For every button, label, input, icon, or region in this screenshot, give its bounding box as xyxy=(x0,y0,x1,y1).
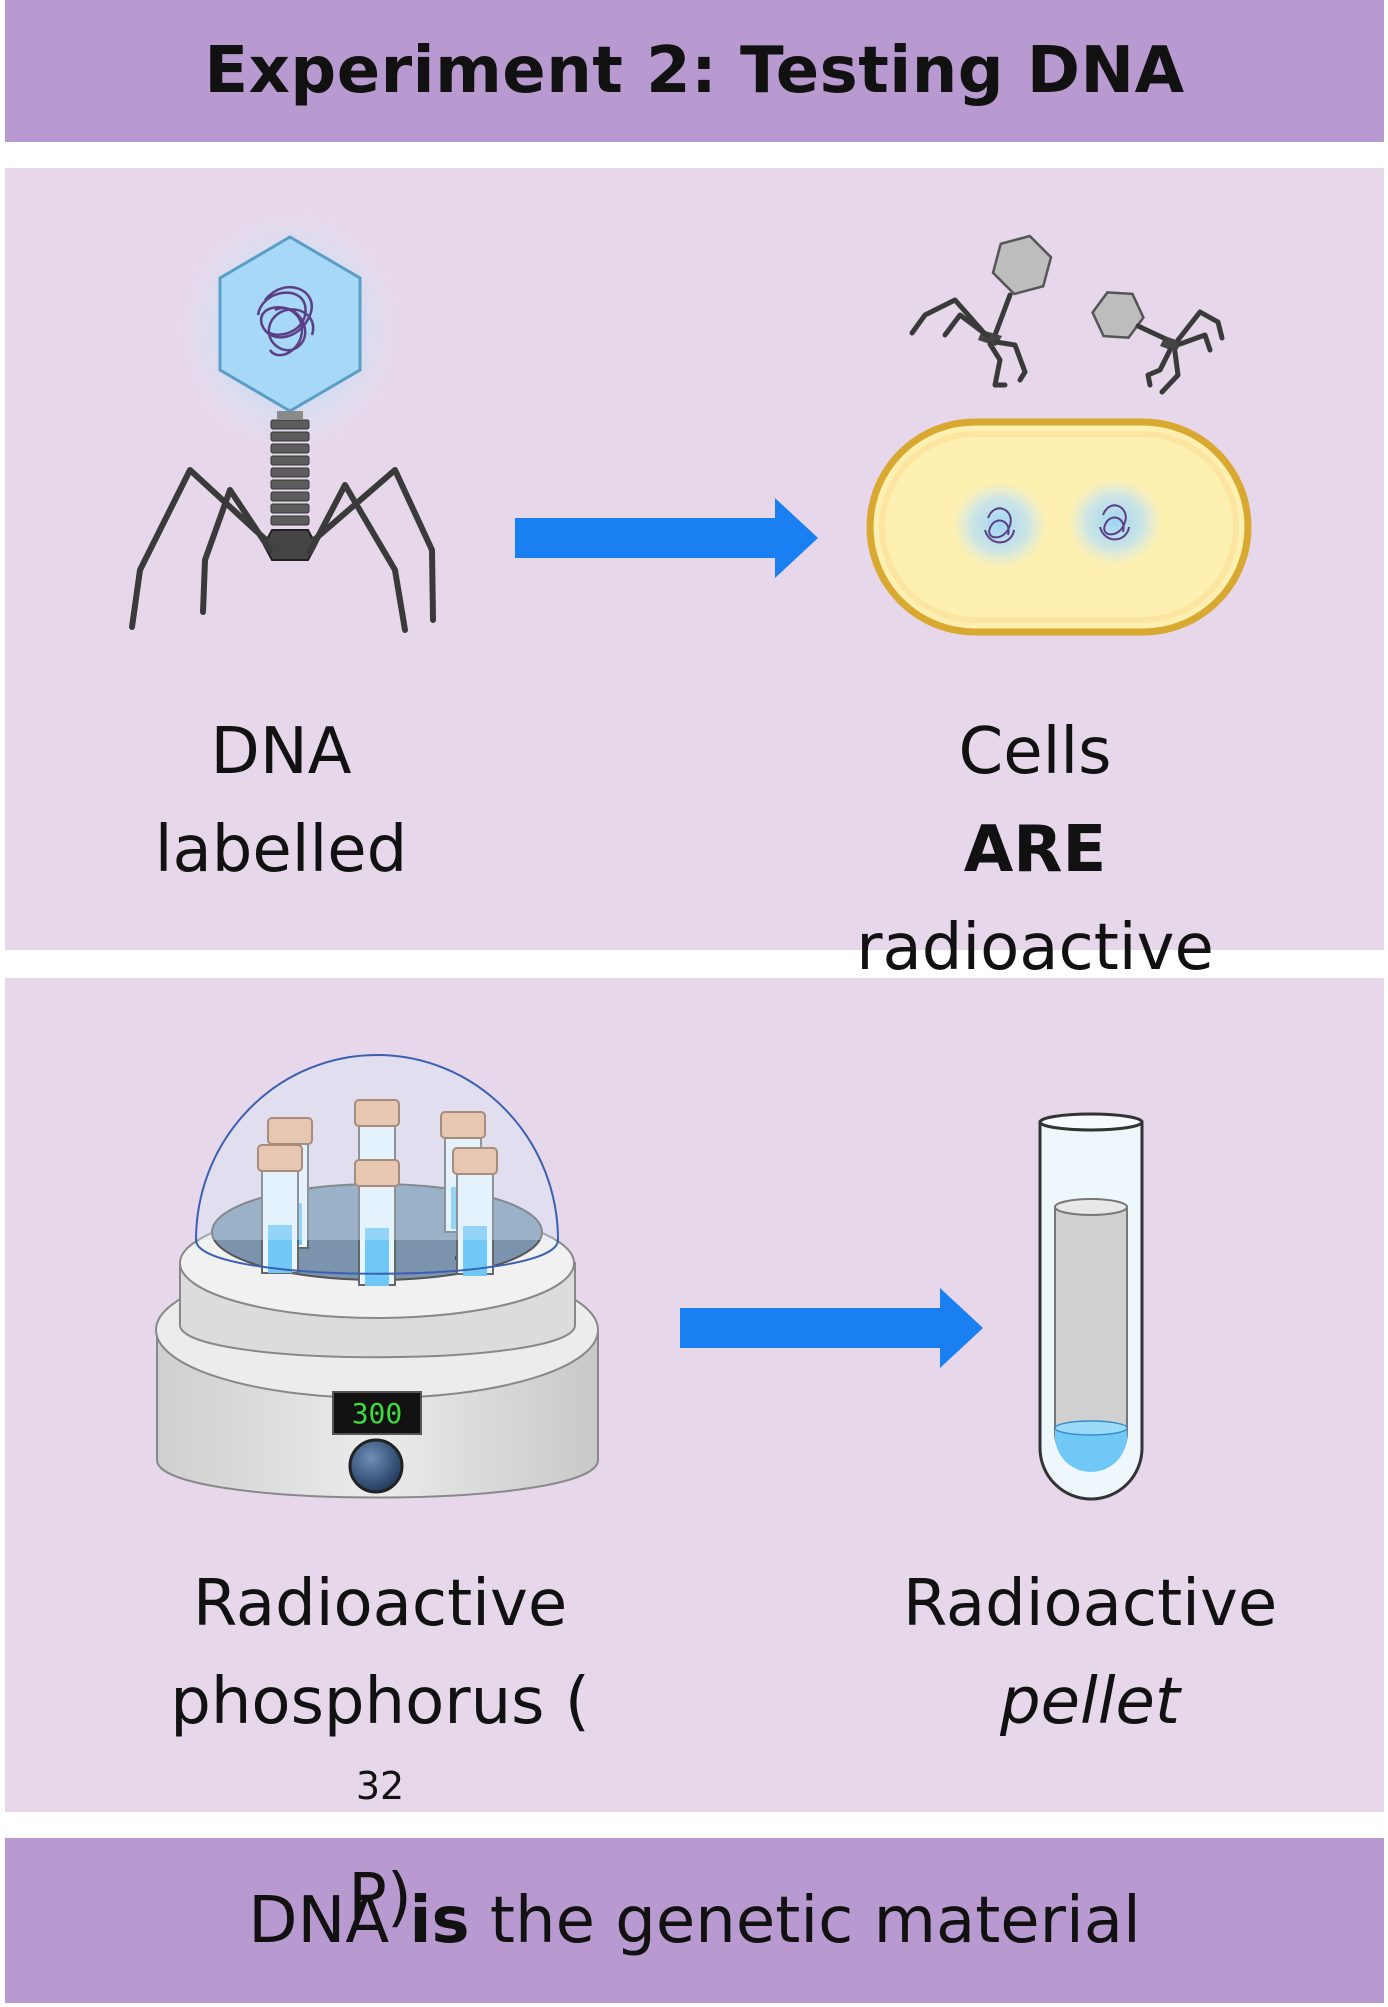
incubator-shaker-icon: 300 xyxy=(155,1054,599,1499)
conclusion-text: DNA is the genetic material xyxy=(248,1883,1141,1958)
caption-radioactive-pellet: Radioactive pellet xyxy=(902,1567,1278,1739)
arrow-right-icon xyxy=(680,1288,983,1368)
arrow-right-icon xyxy=(515,498,818,578)
display-readout: 300 xyxy=(352,1397,403,1430)
bacteriophage-icon xyxy=(909,234,1053,388)
bacteriophage-icon xyxy=(129,210,436,633)
conclusion-banner: DNA is the genetic material xyxy=(5,1838,1384,2003)
bacterium-cell-icon xyxy=(866,418,1252,636)
caption-dna-labelled: DNA labelled xyxy=(154,715,408,887)
page-title: Experiment 2: Testing DNA xyxy=(204,34,1185,108)
test-tube-icon xyxy=(1038,1112,1144,1501)
bacteriophage-icon xyxy=(1091,291,1225,395)
caption-cells-radioactive: Cells ARE radioactive xyxy=(856,715,1214,985)
title-banner: Experiment 2: Testing DNA xyxy=(5,0,1384,142)
